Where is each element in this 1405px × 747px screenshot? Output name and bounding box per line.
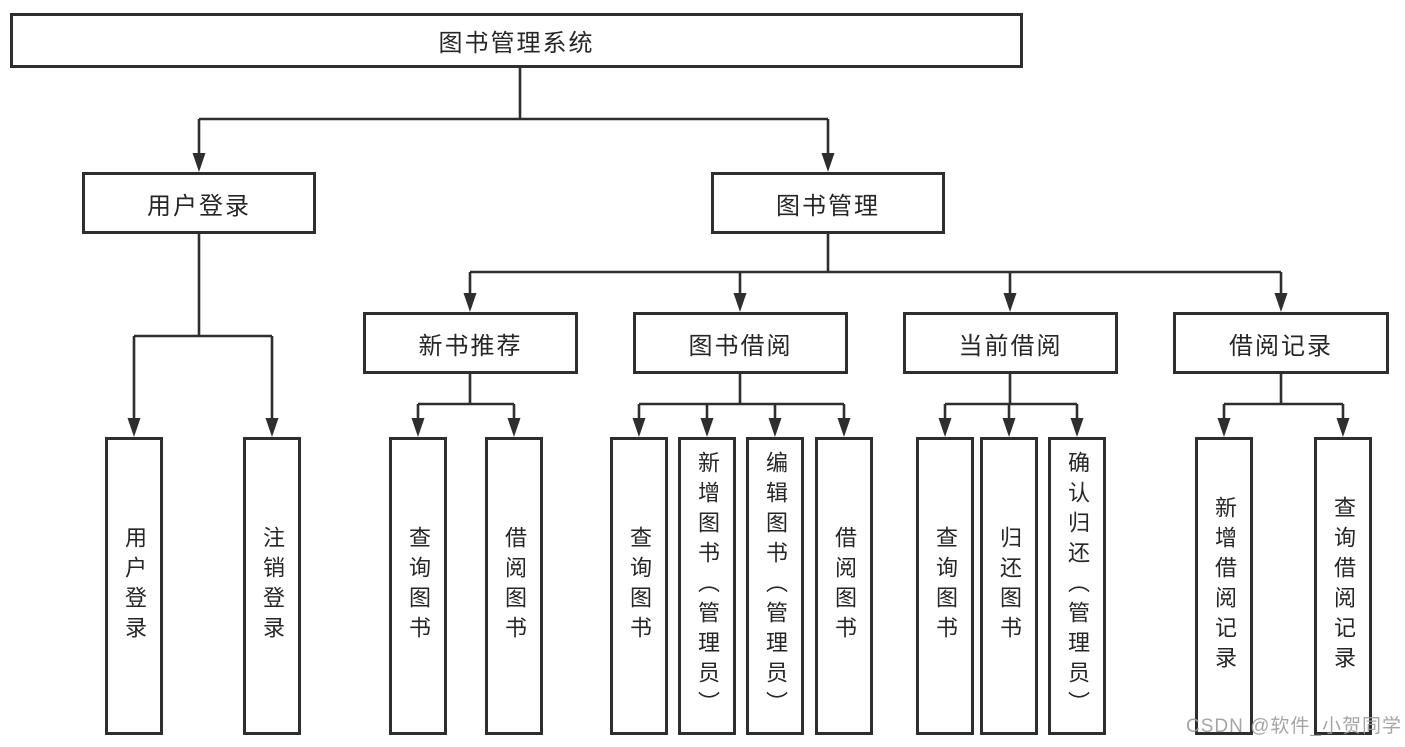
leaf-borrow-books: 借阅图书 <box>815 437 873 735</box>
leaf-query-books-recommend: 查询图书 <box>389 437 447 735</box>
node-user-login: 用户登录 <box>82 172 316 234</box>
leaf-logout: 注销登录 <box>243 437 301 735</box>
node-library-management-system: 图书管理系统 <box>10 13 1023 68</box>
node-new-book-recommendation: 新书推荐 <box>363 312 578 374</box>
leaf-add-book-admin: 新增图书（管理员） <box>678 437 736 735</box>
leaf-return-book: 归还图书 <box>980 437 1038 735</box>
leaf-query-books-borrowing: 查询图书 <box>610 437 668 735</box>
leaf-query-books-current: 查询图书 <box>916 437 974 735</box>
node-borrowing-records: 借阅记录 <box>1173 312 1389 374</box>
leaf-user-login: 用户登录 <box>105 437 163 735</box>
leaf-add-borrow-record: 新增借阅记录 <box>1195 437 1253 735</box>
node-book-management: 图书管理 <box>711 172 945 234</box>
node-current-borrowing: 当前借阅 <box>903 312 1118 374</box>
csdn-watermark: CSDN @软件_小贺同学 <box>1186 716 1402 737</box>
node-book-borrowing: 图书借阅 <box>633 312 848 374</box>
leaf-borrow-books-recommend: 借阅图书 <box>485 437 543 735</box>
leaf-edit-book-admin: 编辑图书（管理员） <box>746 437 804 735</box>
leaf-confirm-return-admin: 确认归还（管理员） <box>1048 437 1106 735</box>
leaf-query-borrow-record: 查询借阅记录 <box>1314 437 1372 735</box>
